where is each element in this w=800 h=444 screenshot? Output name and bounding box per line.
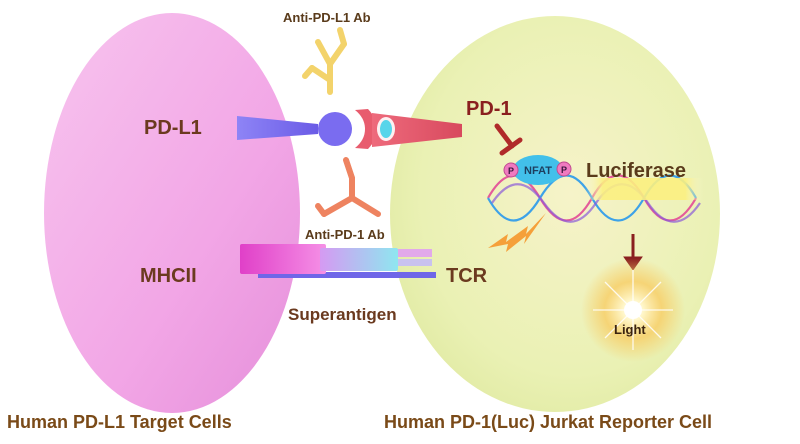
anti-pd-l1-antibody (302, 27, 347, 95)
nfat-label: NFAT (524, 165, 552, 177)
tcr-stripe (380, 249, 432, 257)
mhcii-label: MHCII (140, 265, 197, 287)
phospho-right (556, 161, 572, 177)
target-cells-caption: Human PD-L1 Target Cells (7, 412, 232, 432)
mhcii-tcr-complex (240, 244, 436, 278)
light-glow (581, 258, 685, 362)
nfat-protein (513, 155, 563, 185)
nfat-complex: NFAT P P (503, 155, 572, 185)
target-cell (44, 13, 300, 413)
anti-pd-1-antibody (315, 157, 381, 217)
inhibition-arrow (494, 123, 523, 156)
phospho-left-label: P (508, 166, 514, 176)
tcr-stripe-2 (380, 259, 432, 266)
pd-l1-receptor (237, 112, 352, 146)
tcr-bar-bottom (258, 272, 436, 278)
phospho-left (503, 162, 519, 178)
anti-pd-1-label: Anti-PD-1 Ab (305, 227, 385, 242)
activation-signal-arrow (488, 213, 546, 252)
superantigen-label: Superantigen (288, 305, 397, 324)
tcr-label: TCR (446, 265, 488, 287)
pd-1-receptor (355, 109, 462, 149)
phospho-right-label: P (561, 165, 567, 175)
luciferase-gene-highlight (585, 178, 703, 200)
reporter-cell-caption: Human PD-1(Luc) Jurkat Reporter Cell (384, 412, 713, 432)
tcr-molecule (320, 248, 398, 271)
anti-pd-l1-label: Anti-PD-L1 Ab (283, 10, 371, 25)
pd-1-label: PD-1 (466, 98, 512, 120)
mhcii-molecule (240, 244, 326, 274)
luciferase-label: Luciferase (586, 160, 687, 182)
light-label: Light (614, 322, 646, 337)
pd-l1-label: PD-L1 (144, 117, 202, 139)
